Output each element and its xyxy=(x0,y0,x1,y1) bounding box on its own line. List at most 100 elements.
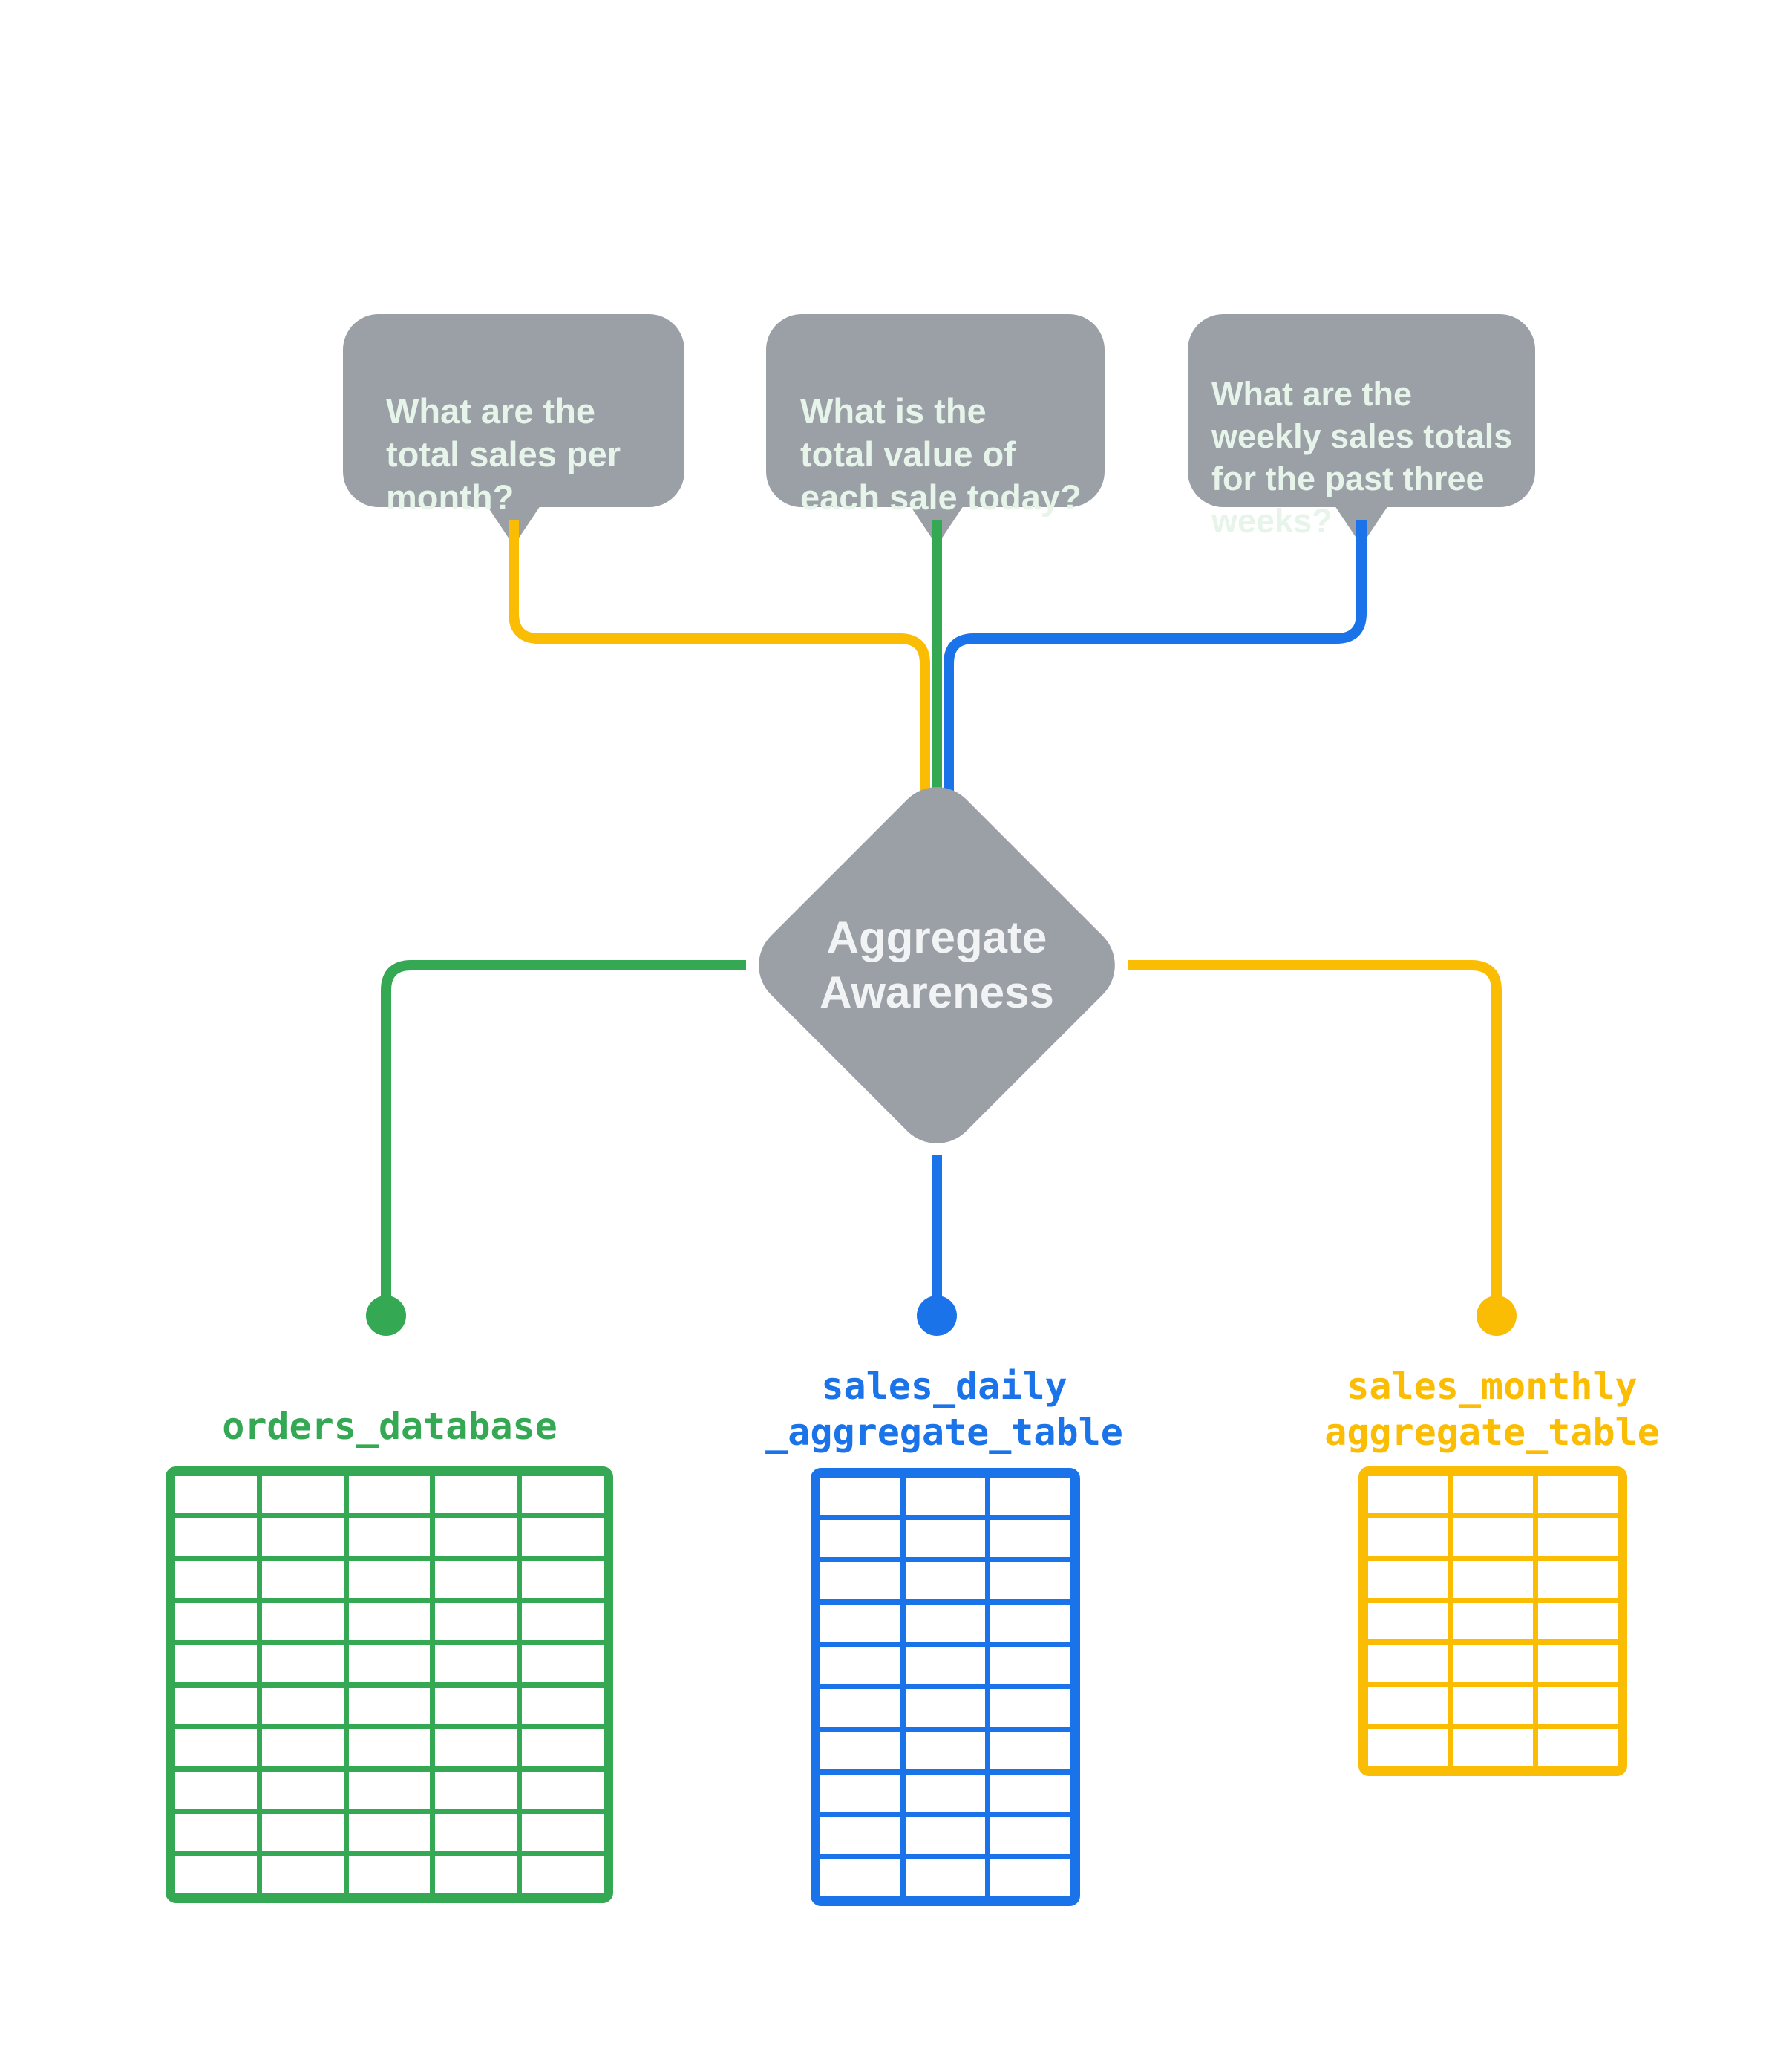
table-cell xyxy=(990,1858,1070,1896)
table-cell xyxy=(522,1602,604,1640)
table-sales-daily-aggregate xyxy=(811,1468,1080,1906)
table-cell xyxy=(1453,1645,1533,1682)
table-cell xyxy=(1453,1560,1533,1598)
table-cell xyxy=(175,1687,257,1725)
table-cell xyxy=(348,1518,431,1556)
table-cell xyxy=(261,1602,344,1640)
table-cell xyxy=(348,1687,431,1725)
table-cell xyxy=(175,1645,257,1682)
table-cell xyxy=(435,1729,517,1767)
table-cell xyxy=(1453,1687,1533,1725)
table-cell xyxy=(175,1856,257,1893)
green-endpoint-dot xyxy=(366,1296,406,1336)
table-cell xyxy=(905,1731,986,1769)
table-cell xyxy=(175,1729,257,1767)
table-cell xyxy=(175,1772,257,1809)
table-cell xyxy=(348,1814,431,1852)
blue-endpoint-dot xyxy=(917,1296,957,1336)
connector-blue-question xyxy=(944,520,1367,791)
table-cell xyxy=(175,1476,257,1513)
table-cell xyxy=(1537,1602,1618,1640)
table-cell xyxy=(1537,1687,1618,1725)
table-cell xyxy=(261,1560,344,1598)
question-text: What are the weekly sales totals for the… xyxy=(1211,375,1513,540)
table-cell xyxy=(905,1647,986,1685)
table-cell xyxy=(348,1729,431,1767)
table-cell xyxy=(348,1856,431,1893)
table-cell xyxy=(820,1605,900,1642)
yellow-endpoint-dot xyxy=(1477,1296,1517,1336)
table-cell xyxy=(522,1687,604,1725)
table-cell xyxy=(261,1729,344,1767)
table-cell xyxy=(905,1520,986,1558)
table-cell xyxy=(261,1518,344,1556)
table-cell xyxy=(435,1772,517,1809)
table-cell xyxy=(261,1814,344,1852)
diamond-label: Aggregate Awareness xyxy=(820,913,1054,1017)
table-cell xyxy=(435,1602,517,1640)
table-cell xyxy=(435,1856,517,1893)
table-cell xyxy=(905,1605,986,1642)
table-cell xyxy=(522,1476,604,1513)
table-cell xyxy=(522,1772,604,1809)
table-cell xyxy=(990,1605,1070,1642)
table-cell xyxy=(522,1729,604,1767)
table-cell xyxy=(820,1858,900,1896)
table-cell xyxy=(820,1478,900,1515)
table-cell xyxy=(435,1476,517,1513)
table-cell xyxy=(175,1814,257,1852)
table-cell xyxy=(905,1478,986,1515)
table-cell xyxy=(348,1645,431,1682)
question-bubble-weekly: What are the weekly sales totals for the… xyxy=(1188,314,1535,540)
table-cell xyxy=(1368,1602,1448,1640)
table-cell xyxy=(990,1520,1070,1558)
table-cell xyxy=(820,1520,900,1558)
table-cell xyxy=(990,1478,1070,1515)
table-cell xyxy=(905,1689,986,1727)
question-bubble-monthly: What are the total sales per month? xyxy=(343,314,684,517)
table-label-sales-monthly-aggregate: sales_monthly aggregate_table xyxy=(1324,1365,1660,1454)
table-cell xyxy=(1368,1518,1448,1556)
table-cell xyxy=(1453,1602,1533,1640)
table-cell xyxy=(820,1774,900,1812)
table-cell xyxy=(261,1856,344,1893)
question-text: What are the total sales per month? xyxy=(386,391,621,517)
table-cell xyxy=(348,1602,431,1640)
table-cell xyxy=(522,1518,604,1556)
table-cell xyxy=(1537,1645,1618,1682)
table-cell xyxy=(1537,1729,1618,1766)
table-cell xyxy=(522,1645,604,1682)
table-cell xyxy=(820,1689,900,1727)
table-cell xyxy=(905,1774,986,1812)
table-cell xyxy=(522,1814,604,1852)
table-sales-monthly-aggregate xyxy=(1358,1466,1627,1776)
table-cell xyxy=(261,1476,344,1513)
table-cell xyxy=(990,1647,1070,1685)
table-cell xyxy=(261,1772,344,1809)
table-cell xyxy=(522,1856,604,1893)
table-cell xyxy=(905,1816,986,1854)
table-label-orders-database: orders_database xyxy=(222,1405,557,1448)
table-cell xyxy=(990,1689,1070,1727)
connector-yellow-output xyxy=(1128,960,1502,1299)
table-cell xyxy=(1368,1645,1448,1682)
connector-yellow-question xyxy=(509,520,930,791)
table-cell xyxy=(348,1772,431,1809)
table-cell xyxy=(1453,1476,1533,1513)
table-cell xyxy=(820,1731,900,1769)
table-cell xyxy=(1537,1476,1618,1513)
table-cell xyxy=(522,1560,604,1598)
table-cell xyxy=(261,1645,344,1682)
table-cell xyxy=(435,1645,517,1682)
table-cell xyxy=(1537,1518,1618,1556)
table-cell xyxy=(435,1560,517,1598)
table-cell xyxy=(261,1687,344,1725)
table-cell xyxy=(1368,1560,1448,1598)
table-cell xyxy=(905,1562,986,1600)
table-cell xyxy=(348,1476,431,1513)
table-cell xyxy=(175,1518,257,1556)
table-cell xyxy=(435,1518,517,1556)
table-cell xyxy=(820,1647,900,1685)
